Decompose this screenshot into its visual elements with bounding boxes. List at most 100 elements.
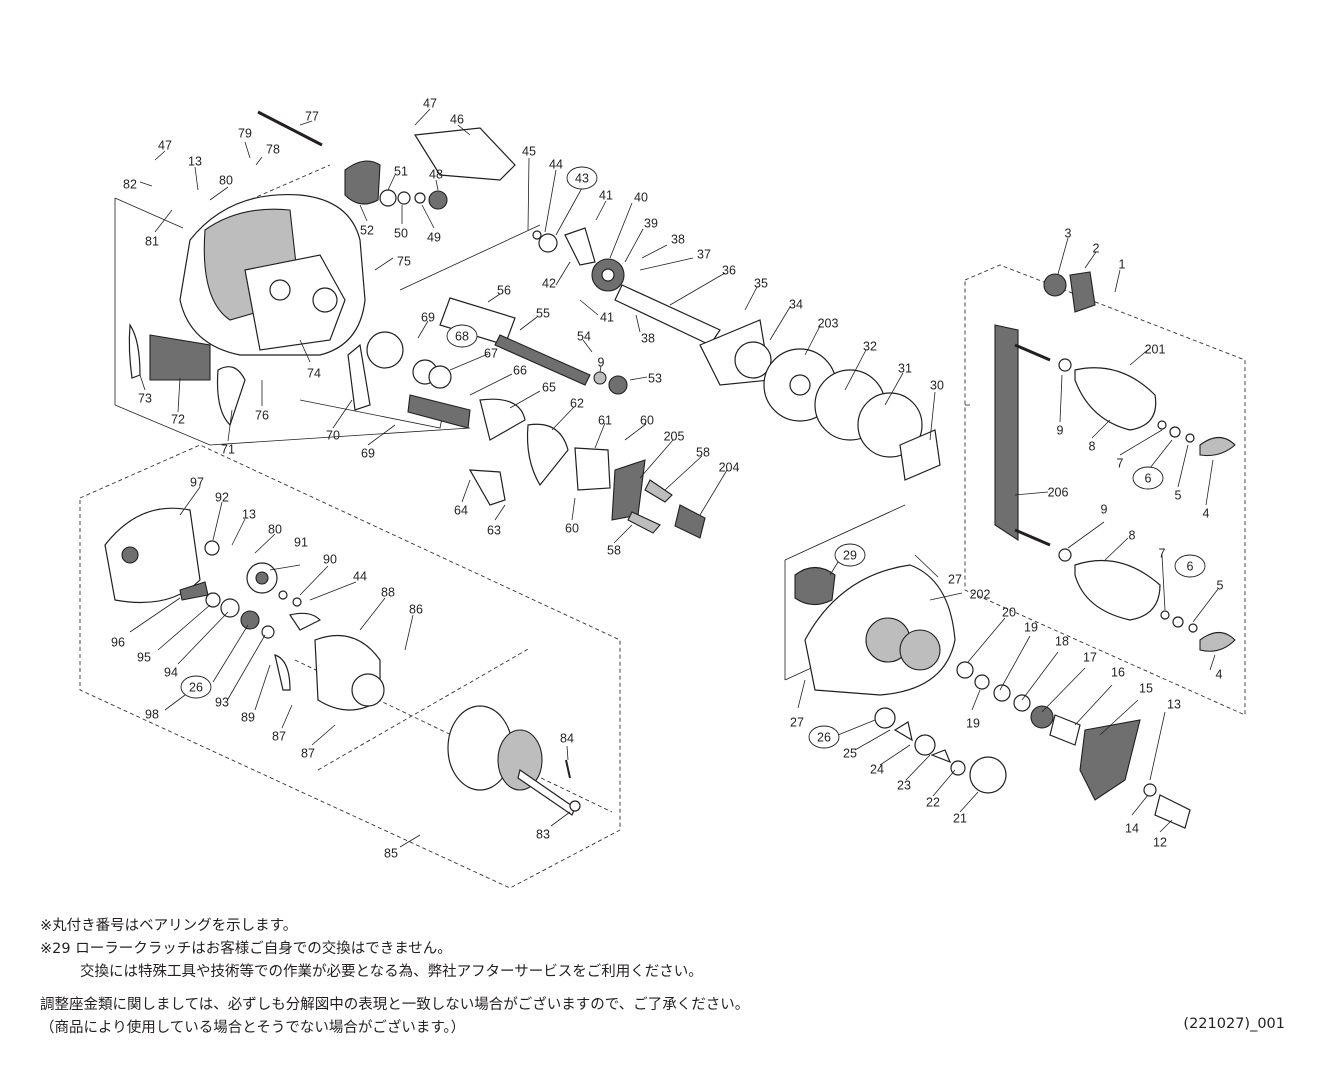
part-label: 3 [1065, 227, 1072, 241]
part-number: 206 [1048, 486, 1069, 500]
part-number: 94 [164, 666, 178, 680]
part-label: 202 [970, 588, 991, 602]
part-number: 47 [423, 97, 437, 111]
part-number: 12 [1153, 836, 1167, 850]
part-number: 60 [640, 414, 654, 428]
part-number: 6 [1187, 560, 1194, 574]
part-number: 30 [930, 379, 944, 393]
part-label: 13 [188, 155, 202, 169]
part-label: 58 [607, 544, 621, 558]
part-label: 7 [1117, 457, 1124, 471]
part-number: 5 [1175, 489, 1182, 503]
part-label: 20 [1002, 606, 1016, 620]
bearing-circle [1132, 466, 1164, 490]
bearing-circle [808, 725, 840, 749]
part-number: 40 [634, 191, 648, 205]
part-number: 83 [536, 828, 550, 842]
part-label: 17 [1083, 651, 1097, 665]
part-label: 27 [790, 716, 804, 730]
part-label: 30 [930, 379, 944, 393]
bearing-circle [566, 166, 598, 190]
part-label: 91 [294, 536, 308, 550]
part-drawing-bearing [538, 233, 558, 253]
part-number: 7 [1159, 547, 1166, 561]
part-number: 87 [301, 747, 315, 761]
part-label: 98 [145, 708, 159, 722]
part-number: 37 [697, 248, 711, 262]
part-number: 92 [215, 491, 229, 505]
part-label: 51 [394, 165, 408, 179]
part-label: 9 [598, 356, 605, 370]
part-number: 96 [111, 636, 125, 650]
part-number: 63 [487, 524, 501, 538]
part-label-bearing: 6 [1132, 466, 1164, 490]
part-number: 87 [272, 730, 286, 744]
part-number: 4 [1203, 507, 1210, 521]
part-number: 21 [953, 812, 967, 826]
part-number: 24 [870, 763, 884, 777]
part-number: 85 [384, 847, 398, 861]
part-number: 26 [817, 731, 831, 745]
part-number: 61 [598, 414, 612, 428]
part-drawing-main-shaft [614, 284, 721, 346]
part-label: 69 [361, 447, 375, 461]
part-number: 25 [843, 747, 857, 761]
part-drawing-handle-arm [994, 324, 1019, 542]
part-number: 202 [970, 588, 991, 602]
part-number: 2 [1093, 242, 1100, 256]
part-label: 80 [268, 523, 282, 537]
part-number: 58 [607, 544, 621, 558]
part-label: 35 [754, 277, 768, 291]
part-label: 205 [664, 430, 685, 444]
part-label-bearing: 29 [834, 543, 866, 567]
part-number: 36 [722, 264, 736, 278]
part-label: 61 [598, 414, 612, 428]
part-label: 60 [565, 522, 579, 536]
part-label: 45 [522, 145, 536, 159]
part-number: 5 [1217, 579, 1224, 593]
part-number: 58 [696, 446, 710, 460]
part-number: 84 [560, 732, 574, 746]
part-number: 69 [361, 447, 375, 461]
part-label: 47 [158, 139, 172, 153]
part-number: 66 [513, 364, 527, 378]
part-number: 48 [429, 168, 443, 182]
part-label: 39 [644, 217, 658, 231]
part-label: 12 [1153, 836, 1167, 850]
part-drawing-roller-clutch [794, 566, 836, 606]
part-number: 46 [450, 113, 464, 127]
part-number: 1 [1119, 258, 1126, 272]
part-number: 19 [966, 717, 980, 731]
part-label-bearing: 68 [446, 324, 478, 348]
part-label: 44 [353, 570, 367, 584]
part-label: 18 [1055, 635, 1069, 649]
part-number: 67 [484, 347, 498, 361]
part-number: 201 [1145, 343, 1166, 357]
part-number: 91 [294, 536, 308, 550]
part-number: 55 [536, 307, 550, 321]
part-number: 79 [238, 127, 252, 141]
part-number: 81 [145, 235, 159, 249]
part-number: 17 [1083, 651, 1097, 665]
part-number: 65 [542, 381, 556, 395]
part-label: 80 [219, 174, 233, 188]
part-drawing-clutch [366, 331, 404, 369]
part-number: 93 [215, 696, 229, 710]
part-label: 204 [719, 461, 740, 475]
part-number: 19 [1024, 621, 1038, 635]
part-label: 25 [843, 747, 857, 761]
part-number: 31 [898, 362, 912, 376]
part-label: 24 [870, 763, 884, 777]
part-label: 66 [513, 364, 527, 378]
part-label: 19 [1024, 621, 1038, 635]
part-label: 8 [1089, 440, 1096, 454]
part-label: 75 [397, 255, 411, 269]
part-drawing-knob-upper [1074, 367, 1157, 431]
part-label: 14 [1125, 822, 1139, 836]
part-label: 84 [560, 732, 574, 746]
part-label: 201 [1145, 343, 1166, 357]
part-label: 71 [221, 443, 235, 457]
part-label: 85 [384, 847, 398, 861]
part-number: 22 [926, 796, 940, 810]
